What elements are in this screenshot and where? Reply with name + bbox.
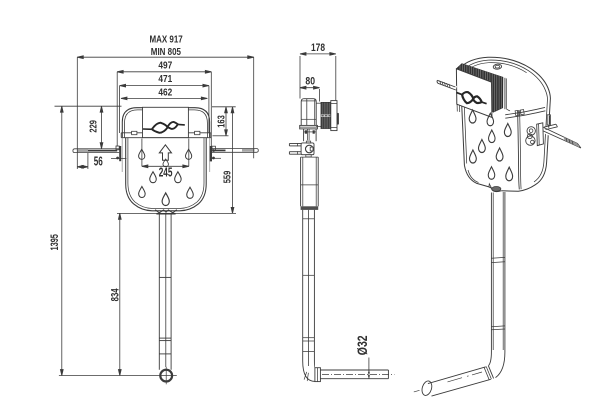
svg-text:80: 80: [305, 76, 315, 88]
svg-text:Ø32: Ø32: [354, 335, 370, 355]
svg-text:1395: 1395: [48, 234, 60, 250]
svg-text:471: 471: [158, 73, 172, 84]
svg-text:462: 462: [158, 87, 172, 98]
svg-text:497: 497: [158, 60, 172, 71]
svg-text:229: 229: [87, 120, 98, 133]
svg-text:MIN 805: MIN 805: [151, 46, 181, 57]
svg-text:163: 163: [215, 115, 226, 128]
svg-text:178: 178: [311, 42, 325, 55]
svg-text:MAX 917: MAX 917: [149, 34, 182, 45]
svg-text:245: 245: [159, 166, 173, 180]
svg-text:56: 56: [94, 155, 103, 169]
svg-text:834: 834: [109, 288, 122, 302]
svg-text:559: 559: [221, 171, 232, 184]
